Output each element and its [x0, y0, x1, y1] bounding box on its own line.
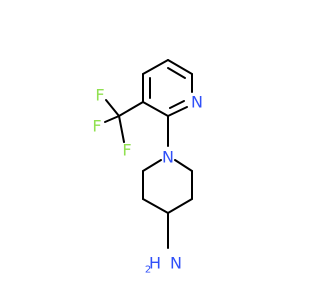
- bond-c3-cf3: [118, 101, 144, 117]
- bond-c4-c5: [142, 59, 169, 75]
- bond-cf3-f1: [105, 99, 120, 117]
- bond-cf3-f2: [104, 115, 120, 123]
- atom-label-piperidine-n: N: [162, 148, 174, 167]
- bond-c2-c3: [142, 101, 169, 117]
- atom-label-layer: N N F F F H N 2: [92, 86, 203, 276]
- bond-cf3-f3: [118, 115, 125, 143]
- bond-c-bottom: [167, 198, 193, 214]
- bond-pipn-right: [174, 159, 193, 172]
- atom-label-amine-h-count: 2: [145, 265, 151, 276]
- atom-label-fluorine-3: F: [122, 141, 131, 160]
- bond-n1-c2-inner: [169, 100, 185, 109]
- bond-n1-c2: [167, 106, 188, 117]
- bond-bottom-left: [142, 198, 169, 214]
- bond-left-pipn: [142, 159, 162, 172]
- atom-label-amine-h: H: [149, 254, 161, 273]
- bond-c5-c6: [167, 59, 193, 75]
- atom-label-fluorine-1: F: [95, 86, 104, 105]
- molecule-structure-diagram: N N F F F H N 2: [92, 59, 203, 276]
- bond-layer: [104, 59, 193, 249]
- bond-c5-c6-inner: [167, 67, 186, 79]
- atom-label-amine-n: N: [170, 254, 182, 273]
- atom-label-pyridine-n: N: [191, 93, 203, 112]
- atom-label-fluorine-2: F: [92, 117, 101, 136]
